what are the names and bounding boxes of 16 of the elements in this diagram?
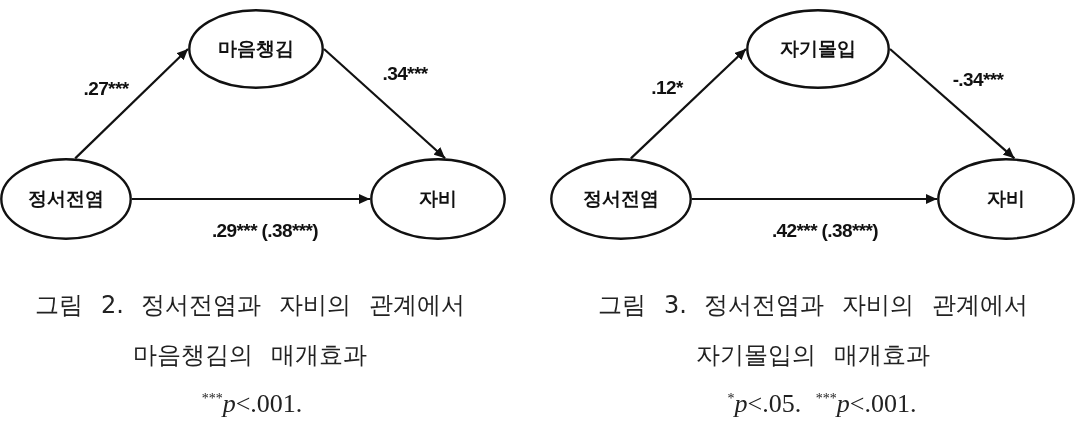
footnote: $^{*}$p<.05. $^{***}$p<.001. (727, 388, 917, 420)
arrow (74, 48, 189, 160)
ellipse-node: 자비 (937, 158, 1075, 240)
footnote: $^{***}$p<.001. (201, 388, 303, 420)
arrow (630, 48, 747, 160)
ellipse-node: 정서전염 (0, 158, 132, 240)
ellipse-node: 자기몰입 (746, 9, 890, 89)
arrow (692, 194, 937, 204)
figure-caption: 그림 3. 정서전염과 자비의 관계에서 자기몰입의 매개효과 (597, 290, 1029, 371)
arrow (323, 48, 446, 159)
ellipse-node: 마음챙김 (188, 9, 324, 89)
ellipse-node: 정서전염 (550, 158, 692, 240)
figure-caption: 그림 2. 정서전염과 자비의 관계에서 마음챙김의 매개효과 (34, 290, 466, 371)
arrow (132, 194, 370, 204)
arrow (889, 48, 1016, 160)
ellipse-node: 자비 (370, 158, 506, 240)
